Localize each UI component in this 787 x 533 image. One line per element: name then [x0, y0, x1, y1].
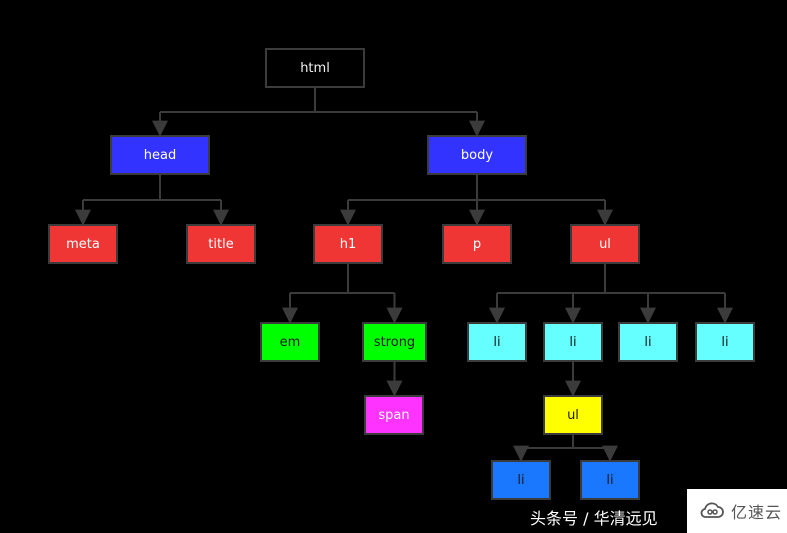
tree-node-p: p	[442, 224, 512, 264]
tree-node-em: em	[260, 322, 320, 362]
logo: 亿速云	[687, 489, 787, 533]
tree-node-head: head	[110, 135, 210, 175]
tree-node-li6: li	[580, 460, 640, 500]
tree-node-title: title	[186, 224, 256, 264]
tree-node-span: span	[364, 395, 424, 435]
tree-node-li1: li	[467, 322, 527, 362]
logo-text: 亿速云	[731, 503, 783, 522]
tree-node-meta: meta	[48, 224, 118, 264]
tree-node-body: body	[427, 135, 527, 175]
tree-node-li2: li	[543, 322, 603, 362]
tree-node-li4: li	[695, 322, 755, 362]
tree-node-li3: li	[618, 322, 678, 362]
tree-node-html: html	[265, 48, 365, 88]
tree-node-strong: strong	[362, 322, 427, 362]
watermark: 头条号 / 华清远见	[530, 509, 658, 528]
tree-node-h1: h1	[313, 224, 383, 264]
tree-node-li5: li	[491, 460, 551, 500]
tree-node-ul: ul	[570, 224, 640, 264]
cloud-icon	[700, 502, 724, 518]
tree-node-ul2: ul	[543, 395, 603, 435]
